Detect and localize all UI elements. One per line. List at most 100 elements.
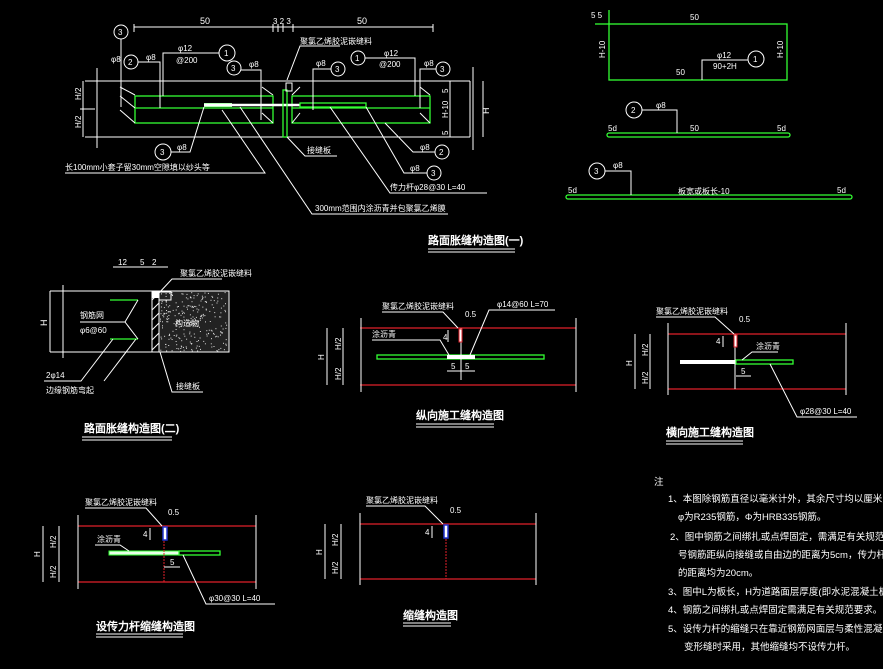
leader-bottom [124,321,139,340]
label-asphalt: 涂沥青 [756,341,780,351]
speckle [160,320,161,322]
leader-bar [469,309,555,356]
speckle [165,300,167,302]
speckle [164,313,166,314]
speckle [195,323,197,325]
speckle [193,297,195,299]
speckle [217,350,219,352]
fig5-title: 设传力杆缩缝构造图 [96,619,195,633]
speckle [177,320,179,321]
fig1-title: 路面胀缝构造图(一) [428,233,524,247]
note-1: 1、本图除钢筋直径以毫米计外，其余尺寸均以厘米为单位。 [668,493,883,505]
speckle [192,316,194,318]
speckle [175,341,177,342]
speckle [169,333,170,335]
svg-text:@200: @200 [176,56,198,65]
speckle [217,336,219,338]
speckle [201,317,203,319]
speckle [161,301,163,303]
speckle [199,318,201,319]
dim-2: 2 [152,258,157,267]
svg-text:φ8: φ8 [424,59,434,68]
speckle [174,315,176,317]
svg-text:@200: @200 [379,60,401,69]
speckle [198,320,200,322]
speckle [194,336,196,338]
speckle [171,294,173,296]
speckle [178,312,180,314]
h-half-top: H/2 [334,337,343,350]
speckle [220,334,221,336]
speckle [216,335,218,337]
svg-text:3: 3 [335,65,340,74]
speckle [187,308,188,310]
right-h-label: H [481,108,491,115]
joint-board [151,290,160,353]
speckle [189,341,191,343]
speckle [182,293,184,295]
note-cap: 长100mm小套子留30mm空隙填以纱头等 [65,162,210,172]
speckle [176,344,178,346]
speckle [172,330,174,332]
speckle [187,305,189,307]
bar1-num: 1 [753,55,758,64]
bar3-num: 3 [594,167,599,176]
label-bent: 边缘钢筋弯起 [46,385,94,395]
hook [261,112,274,124]
bar3-dia: φ8 [613,161,623,170]
dowel-coated [680,360,736,364]
speckle [220,312,222,314]
h-label: H [33,551,42,557]
speckle [201,295,203,297]
speckle [203,315,205,317]
speckle [180,345,182,347]
bar2-callout [625,101,643,119]
hook [419,112,431,124]
callout-3-far-right: 3 φ8 [419,59,451,108]
hatch [151,302,160,311]
speckle [191,324,192,326]
fig3-longitudinal-joint: H H/2 H/2 0.5 4 5 5 聚氯乙烯胶泥嵌缝料 涂沥青 φ14@60… [317,300,577,428]
fig2-expansion-joint-2: H 构造物 12 5 2 钢筋网 φ6@60 2φ14 边缘钢筋弯起 聚氯乙烯胶… [39,258,252,441]
speckle [191,292,193,294]
speckle [216,302,218,304]
svg-text:φ12: φ12 [178,44,193,53]
note-5b: 变形缝时采用，其他缩缝均不设传力杆。 [684,641,855,653]
speckle [183,312,185,314]
h-half-top: H/2 [49,535,58,548]
speckle [200,348,201,350]
hatch [151,332,160,341]
speckle [167,318,168,320]
leader-filler [366,505,444,525]
dim-5a: 5 [451,362,456,371]
speckle [201,314,203,316]
speckle [165,346,167,348]
speckle [173,335,175,336]
leader-cap [65,109,266,174]
joint-board [282,89,288,138]
gap-label: 0.5 [168,508,180,517]
filler [152,291,159,298]
speckle [165,293,167,295]
speckle [204,343,206,345]
speckle [213,307,215,309]
speckle [217,300,219,302]
gap-label: 0.5 [739,315,751,324]
bar1-top-label: 50 [690,13,699,22]
speckle [200,315,202,317]
speckle [171,292,173,294]
speckle [180,348,182,349]
speckle [189,321,191,323]
note-filler: 聚氯乙烯胶泥嵌缝料 [300,36,372,46]
label-board: 接缝板 [176,381,200,391]
speckle [186,306,188,308]
leader-coat [239,106,448,215]
bar2-dia: φ8 [656,101,666,110]
speckle [168,311,170,313]
speckle [191,322,193,324]
speckle [160,313,162,315]
speckle [161,302,163,304]
speckle [211,346,213,348]
speckle [161,310,163,312]
speckle [172,309,174,311]
